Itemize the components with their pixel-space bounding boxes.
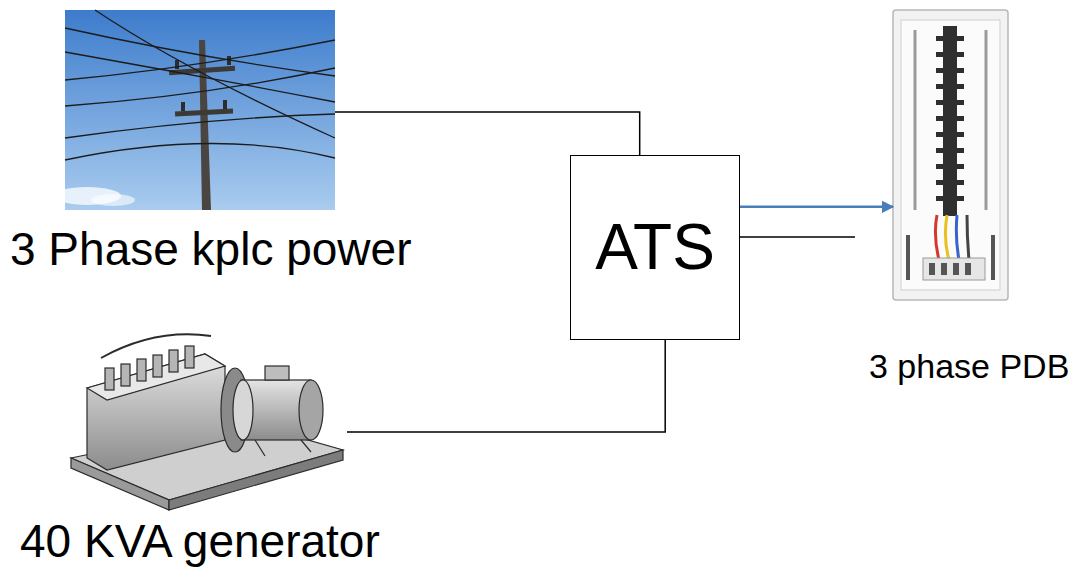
base-plate-front [169, 450, 343, 510]
power-source: 3 Phase kplc power [65, 10, 335, 210]
supply-arrow [740, 206, 893, 209]
feed-line [347, 340, 665, 432]
node-label: 3 phase PDB [869, 347, 1069, 385]
pole [199, 40, 211, 210]
breakers [929, 263, 971, 275]
rail [985, 30, 988, 210]
node-heading-holder: 40 KVA generator [20, 516, 380, 567]
wires [65, 10, 335, 160]
busbar-teeth [936, 36, 964, 201]
switch-box: ATS [570, 155, 740, 340]
node-heading-holder: 3 Phase kplc power [10, 224, 411, 275]
node-label: 40 KVA generator [20, 515, 380, 567]
foot [255, 440, 265, 456]
sky [65, 10, 335, 210]
side-bar [906, 235, 910, 280]
engine-top [87, 354, 225, 400]
distribution-board-drawing [893, 10, 1008, 300]
board-panel [901, 20, 1000, 290]
generator: 40 KVA generator [65, 318, 347, 513]
terminal-box [265, 366, 289, 380]
cylinders [105, 346, 194, 390]
box-label: ATS [595, 212, 715, 282]
board-housing [893, 10, 1008, 300]
feed-line [335, 112, 640, 155]
exhaust-pipe [101, 334, 211, 358]
alternator-end [299, 380, 323, 440]
breaker-row [923, 258, 985, 280]
power-pole-photo [53, 10, 335, 210]
side-bar [991, 235, 995, 280]
node-heading-holder: 3 phase PDB [869, 348, 1069, 385]
output-stub-line [740, 236, 855, 238]
insulator [181, 102, 185, 111]
cloud [91, 194, 135, 206]
engine-block [87, 354, 225, 470]
node-label: 3 Phase kplc power [10, 223, 411, 275]
rail [914, 30, 917, 210]
foot [301, 440, 311, 452]
generator-drawing [71, 334, 343, 510]
phase-wires [935, 215, 969, 260]
alternator-front [233, 380, 253, 440]
insulator [223, 100, 227, 109]
distribution-board: 3 phase PDB [893, 10, 1008, 300]
